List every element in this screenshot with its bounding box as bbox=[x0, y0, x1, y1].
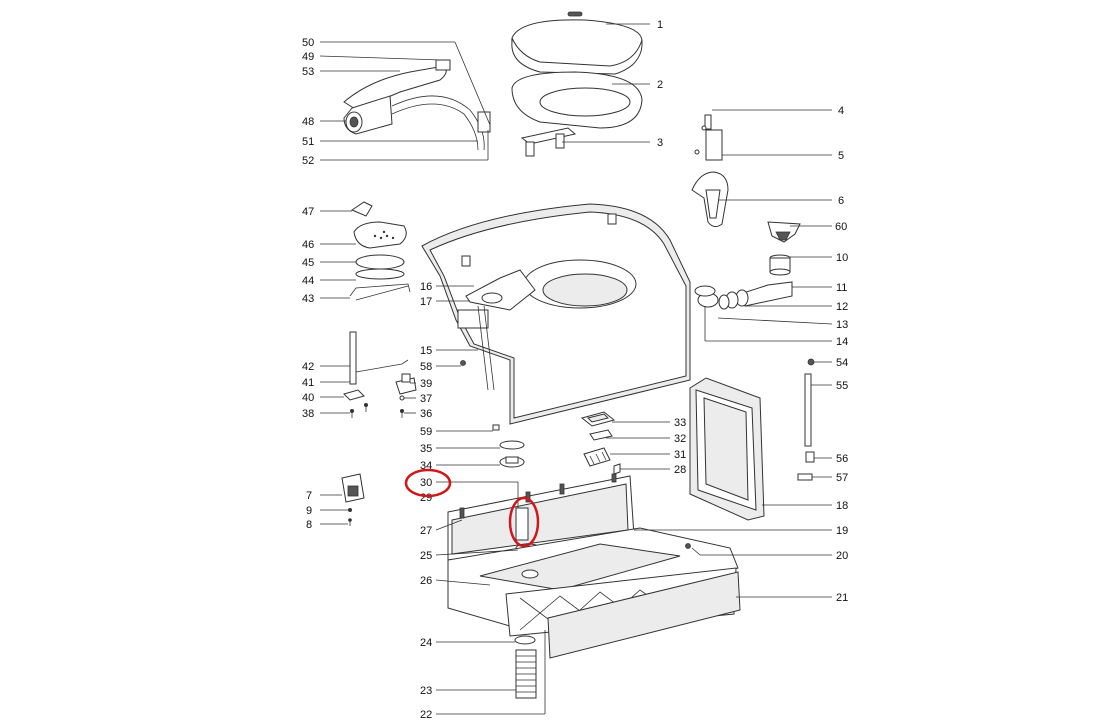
callout-43: 43 bbox=[302, 293, 314, 305]
callout-12: 12 bbox=[836, 301, 848, 313]
callout-23: 23 bbox=[420, 685, 432, 697]
callout-41: 41 bbox=[302, 377, 314, 389]
callout-55: 55 bbox=[836, 380, 848, 392]
callout-35: 35 bbox=[420, 443, 432, 455]
leader-lines bbox=[319, 23, 833, 715]
callout-31: 31 bbox=[674, 449, 686, 461]
callout-14: 14 bbox=[836, 336, 848, 348]
callout-19: 19 bbox=[836, 525, 848, 537]
part-18-door bbox=[689, 377, 765, 521]
part-1-cover bbox=[511, 11, 643, 75]
callout-33: 33 bbox=[674, 417, 686, 429]
callout-48: 48 bbox=[302, 116, 314, 128]
part-22-24-drain bbox=[514, 635, 537, 699]
part-19-30-lower-casing bbox=[447, 473, 741, 659]
callout-30: 30 bbox=[420, 477, 432, 489]
callout-37: 37 bbox=[420, 393, 432, 405]
callout-42: 42 bbox=[302, 361, 314, 373]
callout-1: 1 bbox=[657, 19, 663, 31]
callout-50: 50 bbox=[302, 37, 314, 49]
callout-6: 6 bbox=[838, 195, 844, 207]
callout-58: 58 bbox=[420, 361, 432, 373]
callout-39: 39 bbox=[420, 378, 432, 390]
callout-56: 56 bbox=[836, 453, 848, 465]
callout-32: 32 bbox=[674, 433, 686, 445]
callout-49: 49 bbox=[302, 51, 314, 63]
callout-59: 59 bbox=[420, 426, 432, 438]
callout-40: 40 bbox=[302, 392, 314, 404]
callout-28: 28 bbox=[674, 464, 686, 476]
highlight-circle-callout bbox=[404, 468, 452, 498]
callout-11: 11 bbox=[836, 282, 847, 294]
highlight-circle-part bbox=[508, 496, 540, 548]
part-48-53-flush-pump bbox=[343, 59, 491, 151]
callout-21: 21 bbox=[836, 592, 848, 604]
callout-47: 47 bbox=[302, 206, 314, 218]
callout-10: 10 bbox=[836, 252, 848, 264]
callout-26: 26 bbox=[420, 575, 432, 587]
callout-9: 9 bbox=[306, 505, 312, 517]
part-2-seat-ring bbox=[511, 71, 643, 129]
callout-7: 7 bbox=[306, 490, 312, 502]
callout-2: 2 bbox=[657, 79, 663, 91]
callout-29: 29 bbox=[420, 492, 432, 504]
callout-51: 51 bbox=[302, 136, 314, 148]
callout-18: 18 bbox=[836, 500, 848, 512]
callout-20: 20 bbox=[836, 550, 848, 562]
callout-52: 52 bbox=[302, 155, 314, 167]
callout-24: 24 bbox=[420, 637, 432, 649]
callout-8: 8 bbox=[306, 519, 312, 531]
part-15-17-main-body bbox=[421, 203, 691, 425]
part-60-valve bbox=[767, 221, 801, 243]
callout-57: 57 bbox=[836, 472, 848, 484]
callout-45: 45 bbox=[302, 257, 314, 269]
callout-46: 46 bbox=[302, 239, 314, 251]
callout-5: 5 bbox=[838, 150, 844, 162]
callout-4: 4 bbox=[838, 105, 844, 117]
part-58-59-screws bbox=[460, 360, 500, 431]
callout-22: 22 bbox=[420, 709, 432, 721]
part-4-6-handle bbox=[691, 114, 729, 228]
part-36-42-lever bbox=[343, 331, 417, 418]
callout-labels: 1 2 3 4 5 6 60 10 11 12 13 14 54 55 56 5… bbox=[302, 19, 848, 721]
part-10-14-outlet-pipe bbox=[694, 254, 793, 310]
callout-38: 38 bbox=[302, 408, 314, 420]
part-3-hinge bbox=[520, 127, 577, 157]
callout-53: 53 bbox=[302, 66, 314, 78]
part-43-47-spray-parts bbox=[349, 201, 411, 301]
part-7-9-level-indicator bbox=[341, 473, 365, 526]
callout-27: 27 bbox=[420, 525, 432, 537]
callout-25: 25 bbox=[420, 550, 432, 562]
callout-17: 17 bbox=[420, 296, 432, 308]
callout-16: 16 bbox=[420, 281, 432, 293]
callout-36: 36 bbox=[420, 408, 432, 420]
callout-15: 15 bbox=[420, 345, 432, 357]
callout-13: 13 bbox=[836, 319, 848, 331]
part-31-35-seals bbox=[499, 411, 621, 475]
callout-44: 44 bbox=[302, 275, 314, 287]
callout-3: 3 bbox=[657, 137, 663, 149]
part-54-57-rod bbox=[797, 358, 815, 481]
callout-54: 54 bbox=[836, 357, 848, 369]
callout-60: 60 bbox=[835, 221, 847, 233]
